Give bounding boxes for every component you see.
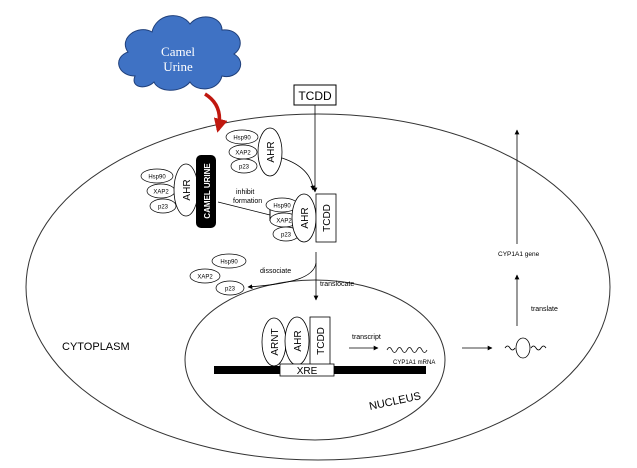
svg-text:AHR: AHR — [266, 141, 277, 162]
camel-urine-bar-label: CAMEL URINE — [203, 163, 212, 219]
camel-urine-bar — [196, 155, 216, 228]
tcdd-top-label: TCDD — [298, 89, 332, 103]
red-curved-arrow — [204, 92, 228, 133]
translocate-label: translocate — [320, 281, 354, 288]
svg-text:p23: p23 — [239, 165, 250, 171]
svg-text:Hsp90: Hsp90 — [273, 204, 291, 210]
svg-text:p23: p23 — [158, 205, 169, 211]
nuclear-complex: ARNT AHR TCDD — [261, 316, 331, 367]
gene-label: CYP1A1 gene — [498, 251, 540, 258]
inhibit-line — [217, 201, 271, 216]
svg-text:XAP2: XAP2 — [153, 190, 169, 196]
svg-text:TCDD: TCDD — [316, 327, 327, 355]
svg-text:TCDD: TCDD — [322, 204, 333, 232]
complex-top: Hsp90 XAP2 p23 AHR — [225, 127, 283, 177]
nucleus-membrane — [184, 279, 446, 441]
ribosome — [515, 337, 531, 359]
svg-text:XAP2: XAP2 — [197, 275, 213, 281]
inhibit-label: inhibit — [236, 189, 254, 196]
svg-text:XAP2: XAP2 — [276, 219, 292, 225]
binding-arrow — [281, 157, 316, 191]
nucleus-label: NUCLEUS — [368, 390, 422, 413]
formation-label: formation — [233, 198, 262, 205]
camel-urine-cloud: Camel Urine — [118, 15, 242, 91]
cloud-label-line1: Camel — [161, 44, 195, 59]
translate-label: translate — [531, 306, 558, 313]
svg-text:AHR: AHR — [300, 207, 311, 228]
mrna-wave — [386, 347, 428, 353]
svg-text:Hsp90: Hsp90 — [233, 136, 251, 142]
svg-text:Hsp90: Hsp90 — [220, 260, 238, 266]
complex-mid: Hsp90 XAP2 p23 AHR TCDD — [265, 193, 337, 243]
cytoplasm-label: CYTOPLASM — [62, 341, 130, 353]
svg-text:p23: p23 — [281, 233, 292, 239]
svg-text:ARNT: ARNT — [270, 328, 281, 355]
complex-left: Hsp90 XAP2 p23 AHR — [140, 163, 199, 217]
dissociate-label: dissociate — [260, 268, 291, 275]
svg-text:Hsp90: Hsp90 — [148, 175, 166, 181]
dissociated-chaperones: Hsp90 XAP2 p23 — [189, 253, 247, 296]
transcript-label: transcript — [352, 334, 381, 341]
cell-membrane — [25, 113, 611, 461]
svg-text:p23: p23 — [225, 287, 236, 293]
svg-text:AHR: AHR — [182, 179, 193, 200]
ribosome-mrna-wave — [504, 345, 547, 351]
xre-label: XRE — [297, 366, 318, 377]
dissociate-arrow — [247, 262, 317, 290]
svg-text:XAP2: XAP2 — [235, 151, 251, 157]
mrna-label: CYP1A1 mRNA — [393, 360, 435, 366]
cloud-label-line2: Urine — [163, 59, 193, 74]
xre-box — [279, 363, 335, 377]
svg-text:AHR: AHR — [293, 330, 304, 351]
